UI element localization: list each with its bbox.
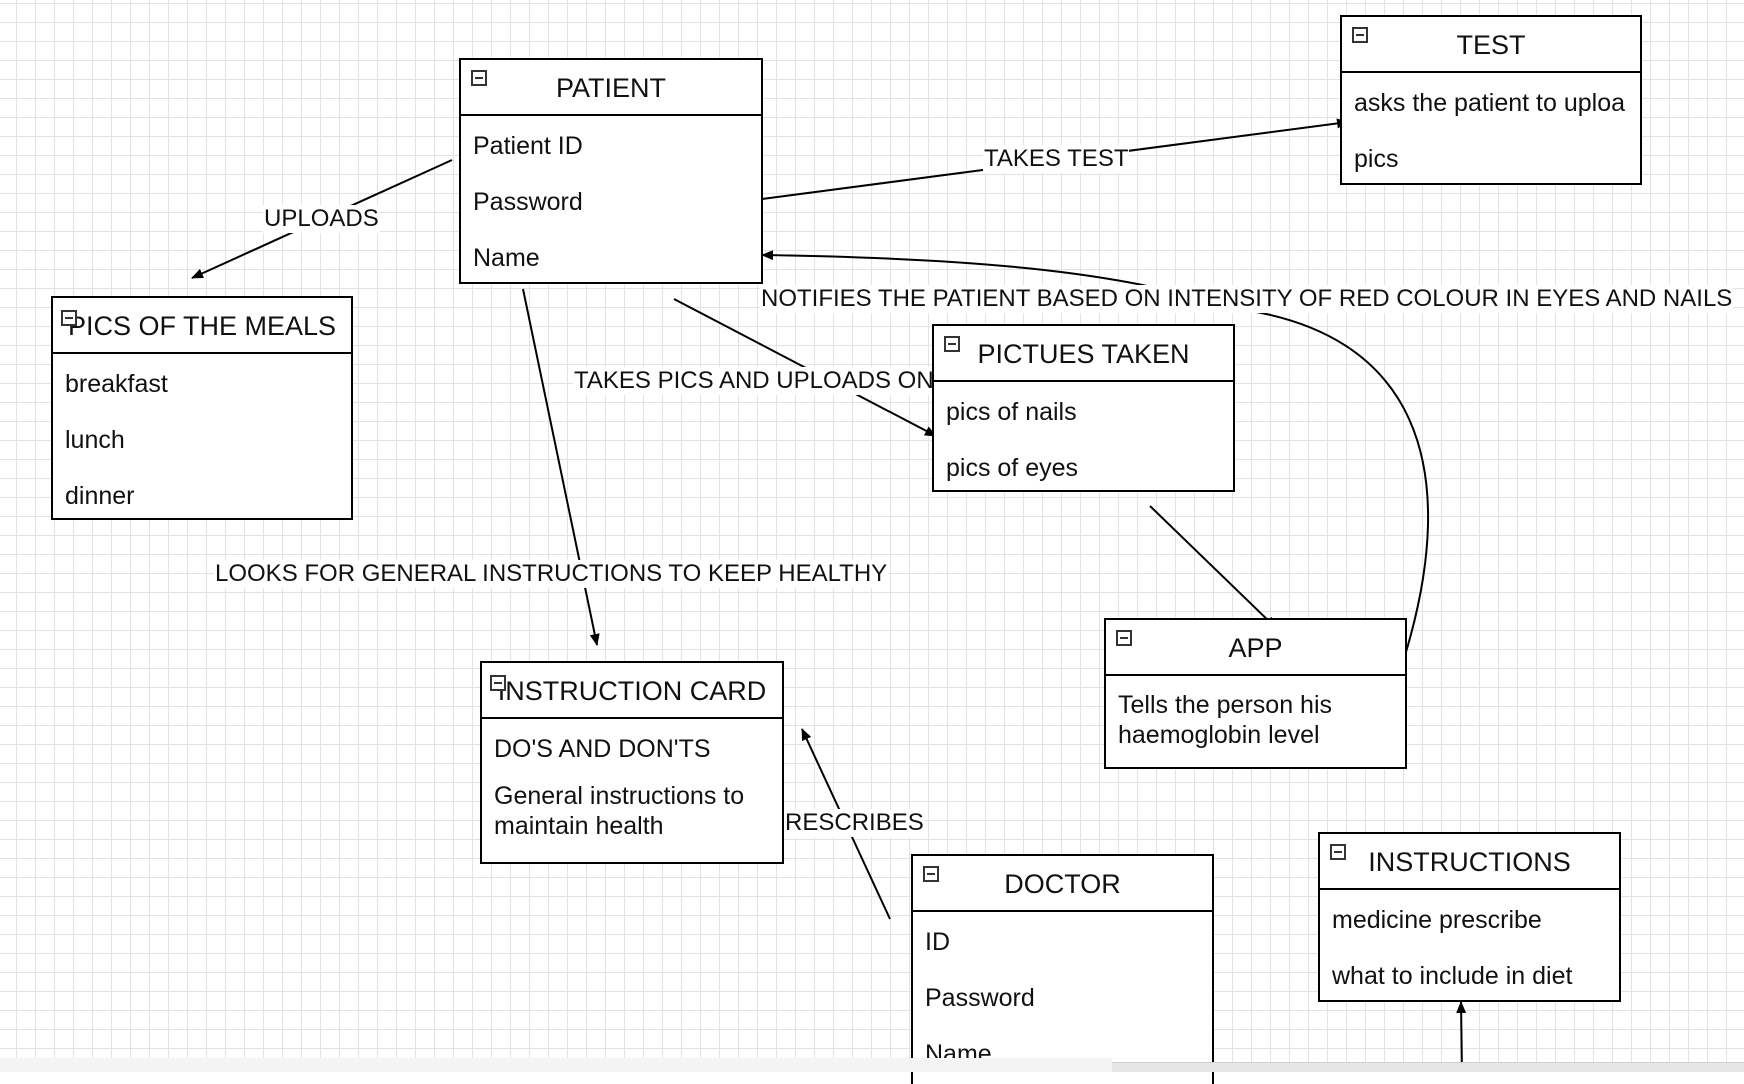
entity-header[interactable]: TEST xyxy=(1342,17,1640,73)
canvas-bottom-edge xyxy=(0,1058,1112,1072)
entity-pictures-taken[interactable]: PICTUES TAKEN pics of nails pics of eyes xyxy=(932,324,1235,492)
attribute-general-instructions[interactable]: General instructions to maintain health xyxy=(494,782,745,840)
edge-looks-for[interactable] xyxy=(522,288,600,646)
attribute-haemoglobin-level[interactable]: Tells the person his haemoglobin level xyxy=(1118,691,1333,749)
entity-test[interactable]: TEST asks the patient to uploa pics xyxy=(1340,15,1642,185)
collapse-icon[interactable] xyxy=(490,675,506,691)
edge-to-instructions[interactable] xyxy=(1456,1001,1467,1072)
entity-pics-of-meals[interactable]: PICS OF THE MEALS breakfast lunch dinner xyxy=(51,296,353,520)
attribute-lunch[interactable]: lunch xyxy=(65,426,125,454)
entity-title: INSTRUCTION CARD xyxy=(497,676,767,706)
entity-header[interactable]: PICS OF THE MEALS xyxy=(53,298,351,354)
entity-app[interactable]: APP Tells the person his haemoglobin lev… xyxy=(1104,618,1407,769)
label-prescribes[interactable]: PRESCRIBES xyxy=(768,809,925,837)
attribute-upload-instruction[interactable]: asks the patient to uploa xyxy=(1354,89,1626,117)
collapse-icon[interactable] xyxy=(944,336,960,352)
entity-header[interactable]: INSTRUCTIONS xyxy=(1320,834,1619,890)
attribute-breakfast[interactable]: breakfast xyxy=(65,370,168,398)
collapse-icon[interactable] xyxy=(1330,844,1346,860)
label-notifies[interactable]: NOTIFIES THE PATIENT BASED ON INTENSITY … xyxy=(760,285,1734,313)
entity-header[interactable]: INSTRUCTION CARD xyxy=(482,663,782,719)
entity-patient[interactable]: PATIENT Patient ID Password Name xyxy=(459,58,763,284)
attribute-name[interactable]: Name xyxy=(925,1040,992,1068)
collapse-icon[interactable] xyxy=(1352,27,1368,43)
attribute-dos-and-donts[interactable]: DO'S AND DON'TS xyxy=(494,735,711,763)
label-uploads[interactable]: UPLOADS xyxy=(263,205,380,233)
attribute-password[interactable]: Password xyxy=(473,188,583,216)
entity-title: APP xyxy=(1228,633,1283,663)
entity-title: PICTUES TAKEN xyxy=(977,339,1190,369)
attribute-password[interactable]: Password xyxy=(925,984,1035,1012)
attribute-diet[interactable]: what to include in diet xyxy=(1332,962,1573,990)
attribute-pics-of-nails[interactable]: pics of nails xyxy=(946,398,1077,426)
attribute-medicine-prescribe[interactable]: medicine prescribe xyxy=(1332,906,1542,934)
entity-header[interactable]: PICTUES TAKEN xyxy=(934,326,1233,382)
entity-title: INSTRUCTIONS xyxy=(1368,847,1571,877)
entity-instruction-card[interactable]: INSTRUCTION CARD DO'S AND DON'TS General… xyxy=(480,661,784,864)
entity-doctor[interactable]: DOCTOR ID Password Name xyxy=(911,854,1214,1084)
collapse-icon[interactable] xyxy=(61,310,77,326)
entity-title: PATIENT xyxy=(555,73,666,103)
entity-header[interactable]: DOCTOR xyxy=(913,856,1212,912)
collapse-icon[interactable] xyxy=(923,866,939,882)
collapse-icon[interactable] xyxy=(471,70,487,86)
label-takes-test[interactable]: TAKES TEST xyxy=(983,145,1130,173)
attribute-patient-id[interactable]: Patient ID xyxy=(473,132,583,160)
attribute-name[interactable]: Name xyxy=(473,244,540,272)
horizontal-scrollbar[interactable] xyxy=(1112,1062,1744,1072)
entity-title: PICS OF THE MEALS xyxy=(67,311,337,341)
entity-header[interactable]: APP xyxy=(1106,620,1405,676)
label-looks-for[interactable]: LOOKS FOR GENERAL INSTRUCTIONS TO KEEP H… xyxy=(214,560,889,588)
entity-header[interactable]: PATIENT xyxy=(461,60,761,116)
entity-title: TEST xyxy=(1456,30,1526,60)
entity-instructions[interactable]: INSTRUCTIONS medicine prescribe what to … xyxy=(1318,832,1621,1002)
attribute-dinner[interactable]: dinner xyxy=(65,482,135,510)
entity-title: DOCTOR xyxy=(1004,869,1121,899)
attribute-pics-of-eyes[interactable]: pics of eyes xyxy=(946,454,1079,482)
attribute-id[interactable]: ID xyxy=(925,928,950,956)
attribute-pics[interactable]: pics xyxy=(1354,145,1399,173)
collapse-icon[interactable] xyxy=(1116,630,1132,646)
edge-pictures-to-app[interactable] xyxy=(1149,505,1277,629)
